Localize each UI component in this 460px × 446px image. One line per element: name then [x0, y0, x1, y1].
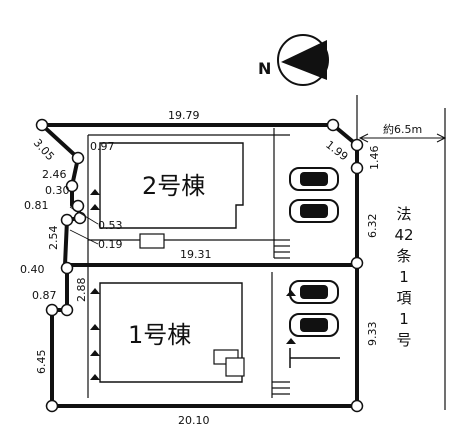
dim-left-4: 2.54 — [47, 226, 60, 251]
car-icon — [289, 313, 339, 337]
dim-left-2: 0.30 — [45, 184, 70, 197]
svg-text:法: 法 — [396, 205, 411, 223]
dim-right-3: 9.33 — [366, 322, 379, 347]
dim-right-2: 6.32 — [366, 214, 379, 239]
dim-left-3: 0.81 — [24, 199, 49, 212]
building-2: 2号棟 — [99, 142, 244, 249]
svg-text:条: 条 — [396, 247, 411, 265]
dim-inner-2: 0.19 — [98, 238, 123, 251]
setback-markers — [90, 189, 296, 380]
boundary-markers — [35, 118, 364, 413]
dim-top: 19.79 — [168, 109, 200, 122]
dim-left-7: 6.45 — [35, 350, 48, 375]
north-compass-icon: N — [258, 34, 329, 86]
svg-text:項: 項 — [396, 289, 411, 307]
leader-lines — [69, 206, 99, 245]
car-icon — [289, 199, 339, 223]
building-2-porch — [139, 233, 165, 249]
compass-label: N — [258, 59, 271, 78]
dim-inner-0: 0.97 — [90, 140, 115, 153]
svg-text:42: 42 — [394, 226, 413, 244]
car-icon — [289, 167, 339, 191]
building-1: 1号棟 — [99, 282, 245, 383]
parking-spaces — [289, 167, 340, 368]
dim-right-1: 1.46 — [368, 146, 381, 171]
dim-left-5: 0.40 — [20, 263, 45, 276]
svg-text:1: 1 — [399, 268, 409, 286]
dim-left-0: 3.05 — [31, 136, 57, 163]
building-2-label: 2号棟 — [142, 172, 205, 200]
car-icon — [289, 280, 339, 304]
dim-right-0: 1.99 — [323, 138, 350, 163]
dim-bottom: 20.10 — [178, 414, 210, 427]
road-legal-label: 法 42 条 1 項 1 号 — [394, 205, 413, 349]
svg-text:1: 1 — [399, 310, 409, 328]
building-1-label: 1号棟 — [128, 321, 191, 349]
svg-text:号: 号 — [396, 331, 411, 349]
dim-left-6: 0.87 — [32, 289, 57, 302]
dim-divider: 19.31 — [180, 248, 212, 261]
road-width-label: 約6.5m — [383, 122, 422, 136]
dim-inner-1: 0.53 — [98, 219, 123, 232]
setback-lines — [87, 128, 290, 398]
dim-left-1: 2.46 — [42, 168, 67, 181]
dim-inner-3: 2.88 — [75, 278, 88, 303]
road: 約6.5m 法 42 条 1 項 1 号 — [356, 95, 447, 410]
